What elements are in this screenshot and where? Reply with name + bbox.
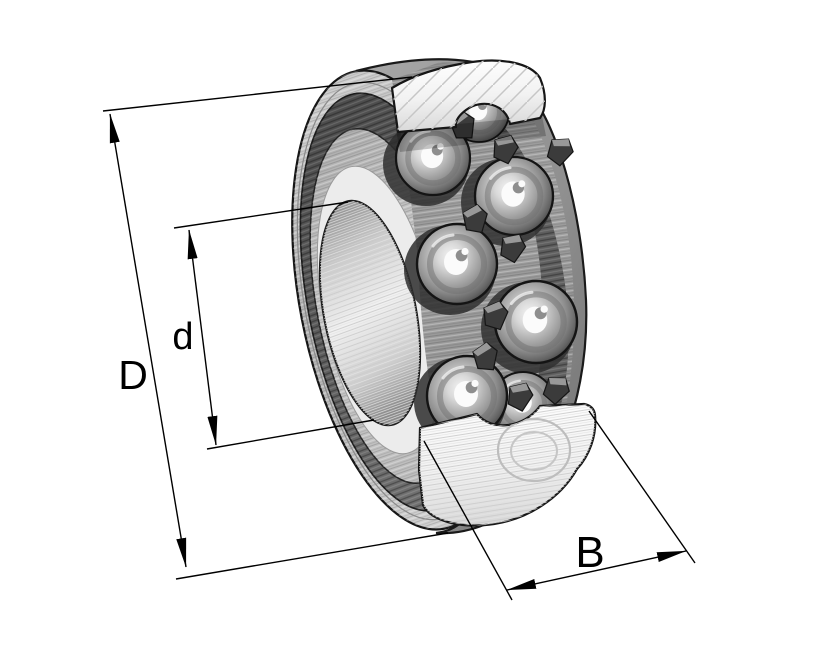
label-outer-diameter: D [118,352,148,398]
label-width: B [575,528,604,577]
dimension-D: D [102,76,449,580]
extension-line [588,410,696,564]
cut-surface-top [390,59,546,152]
dimension-line-D [109,113,187,568]
bearing-ball [475,157,553,235]
dimension-line-d [187,229,218,446]
dimension-d: d [172,201,375,450]
extension-line [173,201,349,229]
extension-line [102,76,413,112]
extension-line [423,440,513,601]
extension-line [206,419,375,450]
label-bore-diameter: d [172,316,193,358]
bearing-ball [495,281,577,363]
bearing-ball [417,224,497,304]
bearing-body [291,58,597,535]
dimension-line-B [506,550,687,591]
extension-line [175,532,449,580]
ball-seat-engraving [496,417,572,483]
dimension-B: B [423,410,696,601]
cut-surface-bottom [417,402,597,527]
